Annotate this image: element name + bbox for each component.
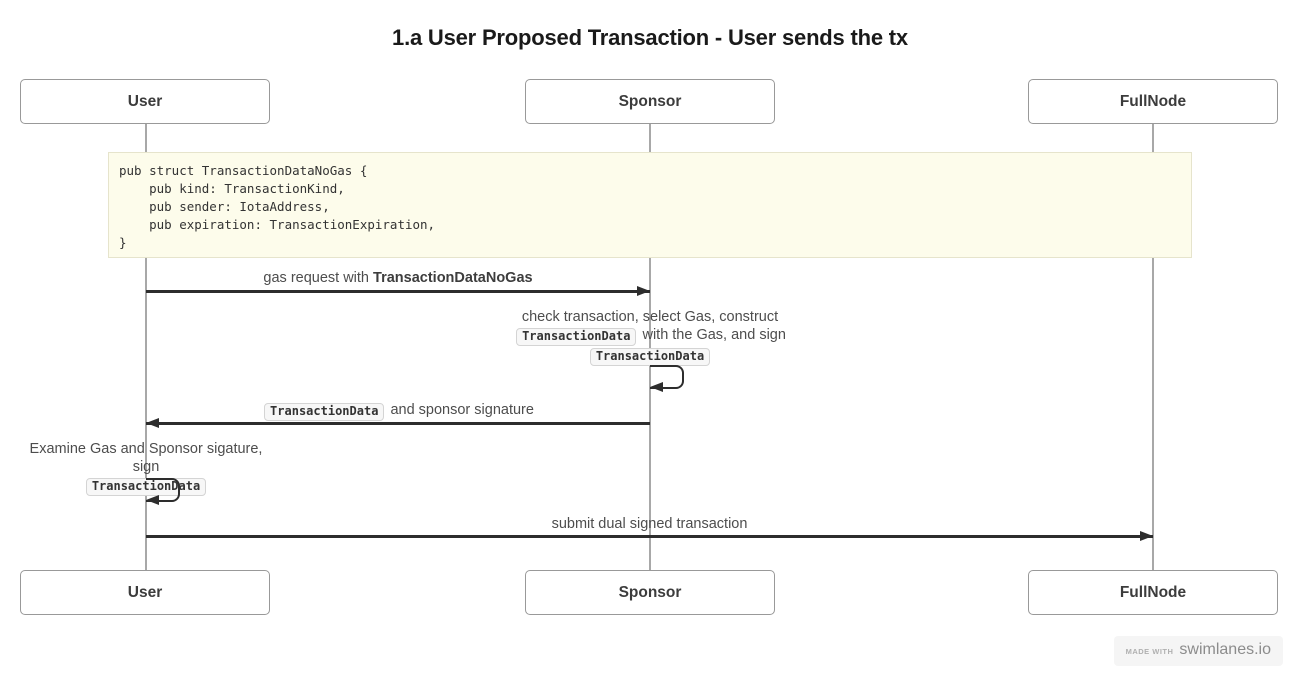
- actor-label: Sponsor: [618, 583, 682, 601]
- message-label-sponsor-self: check transaction, select Gas, construct…: [450, 308, 850, 366]
- lifeline-user: [144, 123, 147, 570]
- swimlanes-brand-link[interactable]: swimlanes.io: [1179, 641, 1271, 658]
- arrowhead-right-icon: [1140, 531, 1153, 541]
- actor-box-sponsor-bottom: Sponsor: [525, 570, 775, 615]
- arrow-submit: [146, 535, 1153, 538]
- message-label-gas-request: gas request with TransactionDataNoGas: [263, 270, 533, 286]
- arrowhead-right-icon: [637, 286, 650, 296]
- message-label-submit: submit dual signed transaction: [551, 516, 748, 532]
- code-note-content: pub struct TransactionDataNoGas { pub ki…: [119, 163, 436, 250]
- actor-box-sponsor-top: Sponsor: [525, 79, 775, 124]
- arrowhead-left-icon: [146, 495, 159, 505]
- code-chip: TransactionData: [589, 348, 711, 366]
- message-label-sponsor-reply: TransactionData and sponsor signature: [146, 401, 650, 421]
- actor-label: Sponsor: [618, 92, 682, 110]
- actor-box-fullnode-top: FullNode: [1028, 79, 1278, 124]
- actor-label: FullNode: [1119, 583, 1187, 601]
- lifeline-fullnode: [1151, 123, 1154, 570]
- swimlanes-watermark: MADE WITH swimlanes.io: [1113, 636, 1283, 666]
- code-note: pub struct TransactionDataNoGas { pub ki…: [108, 152, 1192, 258]
- self-loop-sponsor: [650, 365, 684, 389]
- diagram-title: 1.a User Proposed Transaction - User sen…: [392, 25, 908, 50]
- made-with-label: MADE WITH: [1125, 647, 1174, 656]
- actor-box-user-top: User: [20, 79, 270, 124]
- arrowhead-left-icon: [146, 418, 159, 428]
- code-chip: TransactionData: [516, 328, 637, 346]
- actor-box-user-bottom: User: [20, 570, 270, 615]
- actor-label: User: [127, 583, 163, 601]
- arrow-gas-request: [146, 290, 650, 293]
- arrowhead-left-icon: [650, 382, 663, 392]
- self-loop-user: [146, 478, 180, 502]
- actor-label: FullNode: [1119, 92, 1187, 110]
- actor-label: User: [127, 92, 163, 110]
- arrow-sponsor-reply: [146, 422, 650, 425]
- emphasized-text: TransactionDataNoGas: [373, 270, 533, 286]
- code-chip: TransactionData: [264, 403, 385, 421]
- lifeline-sponsor: [648, 123, 651, 570]
- actor-box-fullnode-bottom: FullNode: [1028, 570, 1278, 615]
